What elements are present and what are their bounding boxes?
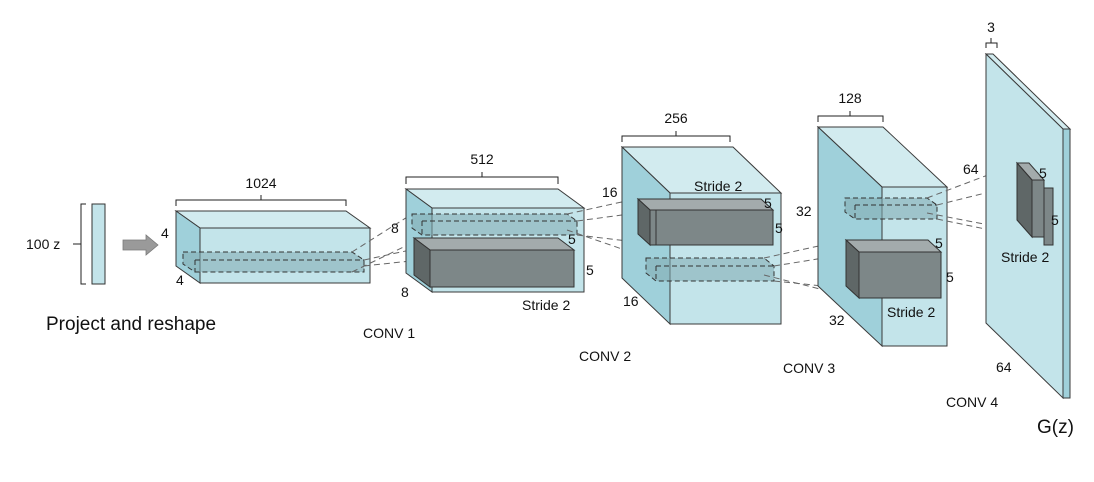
conv2-kernel-top xyxy=(636,198,775,211)
conv1-kernel-top xyxy=(412,237,576,251)
conv1-caption: CONV 1 xyxy=(363,325,415,341)
conv1-slab xyxy=(411,213,578,236)
conv4-depth-label: 64 xyxy=(996,359,1012,375)
conv1-stride-label: Stride 2 xyxy=(522,297,570,313)
conv2-kernel-label-1: 5 xyxy=(764,195,772,211)
conv3-depth-label: 32 xyxy=(829,312,845,328)
conv3-width-bracket xyxy=(817,111,884,122)
conv3-kernel-top xyxy=(844,239,943,253)
conv2-kernel-front xyxy=(649,209,774,246)
conv1-kernel-label-2: 5 xyxy=(586,262,594,278)
conv4-width-bracket xyxy=(985,38,998,48)
conv2-depth-label: 16 xyxy=(623,293,639,309)
conv3-kernel-front xyxy=(858,251,942,299)
project-block-top xyxy=(174,210,372,229)
project-caption: Project and reshape xyxy=(46,314,216,335)
conv2-slab xyxy=(645,257,775,282)
conv4-block-front xyxy=(1062,128,1071,399)
conv4-stride-label: Stride 2 xyxy=(1001,249,1049,265)
conv1-width-bracket xyxy=(405,172,559,184)
project-arrow xyxy=(122,234,159,256)
conv3-kernel-label-1: 5 xyxy=(935,235,943,251)
conv3-block: 128 32 32 5 5 Stride 2 xyxy=(796,90,954,348)
conv2-caption: CONV 2 xyxy=(579,348,631,364)
conv4-kernel-label-2: 5 xyxy=(1051,212,1059,228)
conv2-stride-label: Stride 2 xyxy=(694,178,742,194)
project-depth-label: 4 xyxy=(176,272,184,288)
project-block: 1024 4 4 xyxy=(161,175,372,288)
conv1-block: 512 8 8 5 5 Stride 2 xyxy=(391,151,594,313)
input-vector-bar xyxy=(91,203,106,285)
conv4-block: 3 64 64 5 5 Stride 2 xyxy=(963,19,1072,400)
conv1-block-top xyxy=(404,188,586,209)
conv2-kernel-label-2: 5 xyxy=(775,220,783,236)
conv3-height-label: 32 xyxy=(796,203,812,219)
conv3-slab xyxy=(844,197,938,220)
project-slab xyxy=(182,251,365,273)
conv1-kernel-label-1: 5 xyxy=(568,231,576,247)
conv3-kernel-label-2: 5 xyxy=(946,269,954,285)
conv3-width-label: 128 xyxy=(838,90,862,106)
conv2-height-label: 16 xyxy=(602,184,618,200)
project-height-label: 4 xyxy=(161,225,169,241)
conv4-caption: CONV 4 xyxy=(946,394,998,410)
conv1-height-label: 8 xyxy=(391,220,399,236)
conv4-height-label: 64 xyxy=(963,161,979,177)
output-label: G(z) xyxy=(1037,417,1074,438)
conv1-kernel-front xyxy=(429,249,575,288)
conv4-kernel-label-1: 5 xyxy=(1039,165,1047,181)
input-vector: 100 z xyxy=(26,203,106,285)
input-vector-label: 100 z xyxy=(26,236,60,252)
conv2-width-label: 256 xyxy=(664,110,688,126)
conv4-width-label: 3 xyxy=(987,19,995,35)
input-vector-bracket xyxy=(80,203,86,285)
conv2-block: 256 16 16 5 5 Stride 2 xyxy=(602,110,783,326)
project-width-bracket xyxy=(175,195,347,206)
conv2-width-bracket xyxy=(621,131,731,142)
conv1-depth-label: 8 xyxy=(401,284,409,300)
conv1-width-label: 512 xyxy=(470,151,494,167)
project-width-label: 1024 xyxy=(245,175,276,191)
conv3-caption: CONV 3 xyxy=(783,360,835,376)
conv3-stride-label: Stride 2 xyxy=(887,304,935,320)
arrow-icon xyxy=(122,234,159,256)
conv4-kernel-front xyxy=(1031,179,1045,238)
